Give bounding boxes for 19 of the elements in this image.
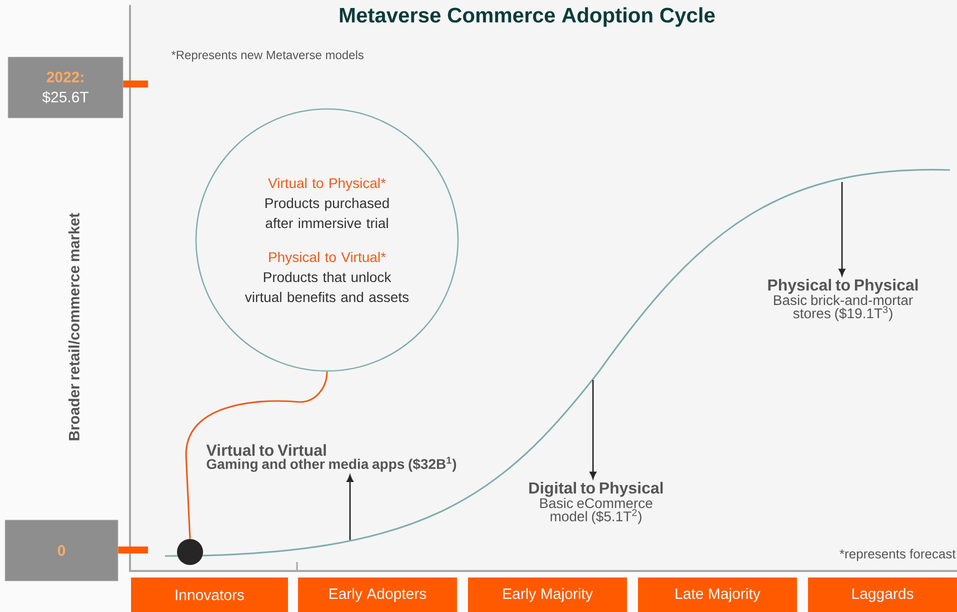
stage-bar: Innovators xyxy=(131,578,288,612)
stage-bar: Laggards xyxy=(808,578,957,612)
axis-label: Broader retail/commerce market xyxy=(68,213,80,440)
start-dot xyxy=(177,539,203,565)
title: Metaverse Commerce Adoption Cycle xyxy=(340,7,715,27)
connector-line xyxy=(185,372,328,539)
stage-label: Physical to Physical Basic brick-and-mortar stores ($19.1T$^{3}$) xyxy=(768,278,918,322)
footnote: *represents forecast xyxy=(840,548,956,562)
arrow xyxy=(590,380,596,479)
arrow xyxy=(346,474,354,540)
arrow xyxy=(838,182,846,276)
stage-bar: Early Adopters xyxy=(298,578,457,612)
stage-label: Digital to Physical Basic eCommerce model ($5.1T$^{2}$) xyxy=(529,482,663,524)
stage-bar: Late Majority xyxy=(638,578,797,612)
footnote: *Represents new Metaverse models xyxy=(171,50,364,62)
value-box: 0 xyxy=(4,520,118,582)
value-box: 2022: $25.6T xyxy=(8,56,124,118)
stage-bar: Early Majority xyxy=(468,578,627,612)
stage-label: Virtual to Virtual Gaming and other media apps ($32B$^{1}$) xyxy=(206,444,456,472)
